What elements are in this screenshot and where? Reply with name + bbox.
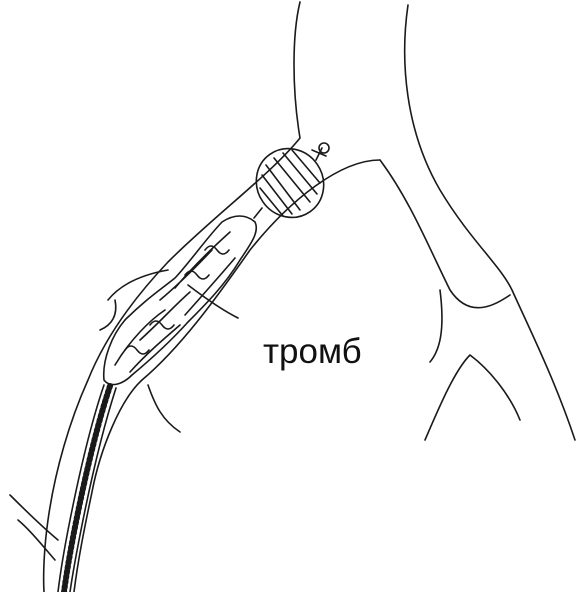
lower-right-branch xyxy=(425,355,520,440)
catheter-icon xyxy=(58,385,116,592)
thrombus-label: тромб xyxy=(263,334,362,369)
right-branch-inner xyxy=(430,290,442,362)
right-vessel-outer xyxy=(405,5,575,440)
thrombus-icon xyxy=(104,216,257,385)
branch-vessel-upper xyxy=(380,160,510,308)
small-left-branch-a xyxy=(148,385,180,432)
small-left-branch-c xyxy=(100,300,116,330)
vessel-wall-right xyxy=(74,160,380,592)
